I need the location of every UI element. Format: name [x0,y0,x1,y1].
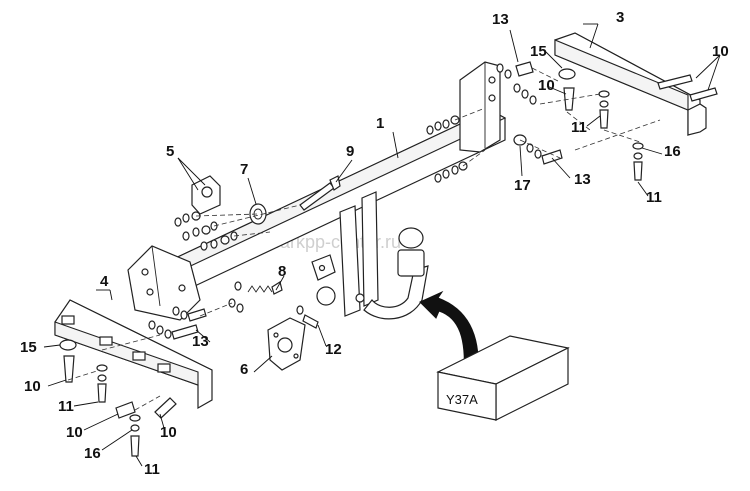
callout-part-8: 8 [278,263,286,280]
callout-part-10-right: 10 [538,77,555,94]
callout-part-1: 1 [376,115,384,132]
left-mounting-bracket [54,299,213,410]
hardware-right-top [496,61,718,181]
callout-part-6: 6 [240,361,248,378]
callout-part-11-right-upper: 11 [571,119,587,136]
callout-part-4: 4 [100,273,109,290]
callout-part-9: 9 [346,143,354,160]
direction-arrow [419,290,479,375]
box-code-label: Y37A [446,392,478,407]
callout-part-11-bottom: 11 [144,461,160,478]
bumper-spacer [191,175,221,215]
right-side-plate [459,61,501,153]
callout-part-15-left: 15 [20,339,37,356]
callout-part-5: 5 [166,143,174,160]
right-mounting-bracket [554,32,707,136]
callout-part-11-right-lower: 11 [646,189,662,206]
callout-part-10-top-right: 10 [712,43,729,60]
assembly-lines [67,67,661,411]
hardware-bottom-left [59,339,177,457]
callout-part-12: 12 [325,341,342,358]
long-bolt [299,175,341,211]
callout-part-13-right: 13 [574,171,591,188]
callout-part-10-left: 10 [24,378,41,395]
socket-plate [267,317,306,371]
callout-part-3: 3 [616,9,624,26]
hardware-left [148,211,319,340]
tow-ball-arm [316,191,429,320]
part-box: Y37A [436,335,570,421]
callout-part-7: 7 [240,161,248,178]
callout-part-13-left: 13 [192,333,209,350]
socket-bracket [311,254,336,281]
callout-part-10-bottom-right: 10 [160,424,177,441]
callout-part-16-right: 16 [664,143,681,160]
callout-part-13-top: 13 [492,11,509,28]
callout-part-11-left: 11 [58,398,74,415]
leader-lines [43,23,721,467]
callout-part-10-bottom: 10 [66,424,83,441]
left-side-plate [127,245,201,321]
callout-numbers: 1 3 4 5 6 7 8 9 10 10 10 10 10 11 11 11 … [20,9,729,478]
callout-part-17: 17 [514,177,531,194]
callout-part-15-right: 15 [530,43,547,60]
callout-part-16-bottom: 16 [84,445,101,462]
